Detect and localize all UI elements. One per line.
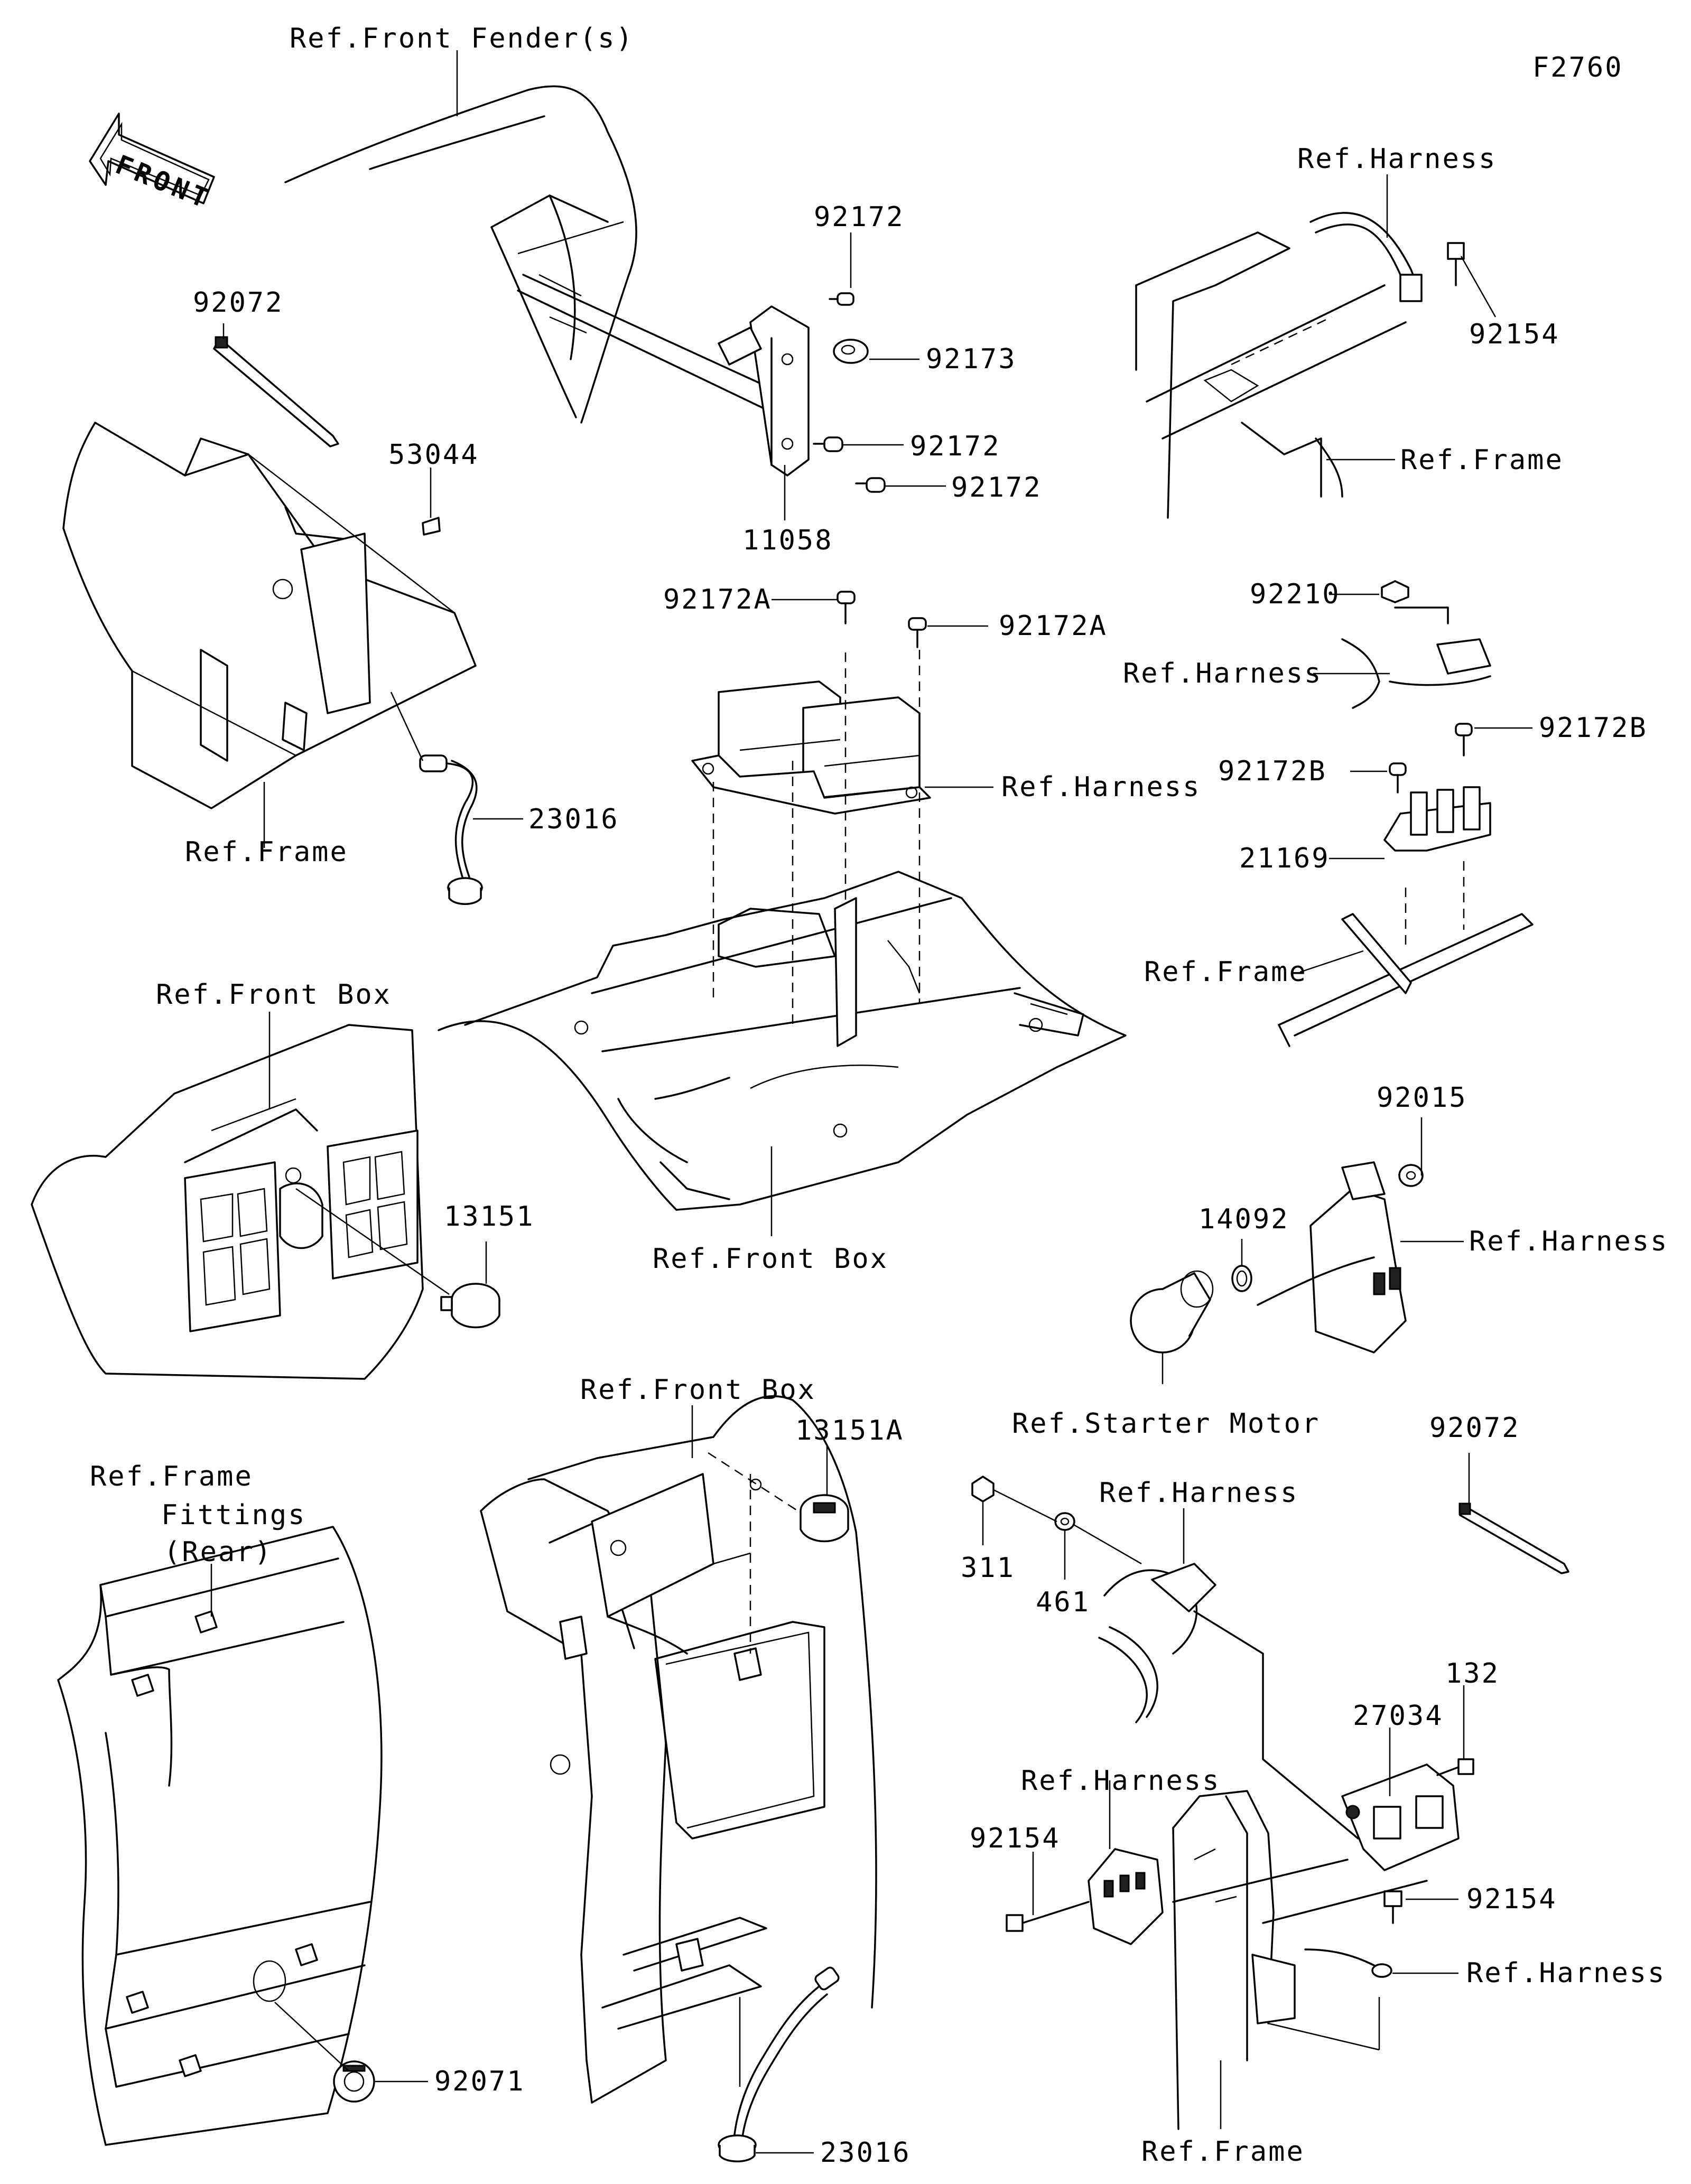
part-number-92172B-label: 92172B: [1218, 755, 1327, 787]
front-box-panel-drawing: [31, 1024, 424, 1380]
part-number-92154-label: 92154: [1466, 1883, 1557, 1915]
ref-frame-label: Ref.Frame: [1141, 2136, 1305, 2168]
ref-harness-label: Ref.Harness: [1123, 658, 1322, 689]
part-number-14092-label: 14092: [1198, 1203, 1289, 1235]
label-53044-icon: [422, 517, 441, 536]
rear-frame-pipe-drawing: [1135, 231, 1407, 519]
harness-clamp-drawing: [1309, 212, 1423, 302]
part-number-92172A-label: 92172A: [999, 610, 1108, 642]
ref-front-box-label: Ref.Front Box: [653, 1243, 888, 1275]
screw-92172A-icon: [908, 617, 927, 648]
ref-harness-label: Ref.Harness: [1021, 1765, 1220, 1797]
screw-92172-icon: [829, 292, 854, 306]
ref-frame-fittings-label: Ref.Frame: [90, 1461, 253, 1492]
part-number-53044-label: 53044: [388, 439, 479, 471]
part-number-92154-label: 92154: [970, 1823, 1061, 1854]
part-number-92015-label: 92015: [1377, 1082, 1467, 1114]
frame-crossmember-drawing: [1278, 861, 1534, 1047]
ref-harness-label: Ref.Harness: [1466, 1957, 1666, 1989]
harness-eyelet-drawing: [1304, 1948, 1392, 1978]
front-frame-drawing: [62, 422, 477, 809]
tie-band-92072-drawing: [1458, 1502, 1569, 1574]
part-number-13151-label: 13151: [444, 1201, 535, 1233]
part-number-92072-label: 92072: [193, 287, 284, 319]
bolt-92154-icon: [1006, 1901, 1090, 1932]
bolt-92154-icon: [1383, 1890, 1402, 1924]
ref-front-box-label: Ref.Front Box: [580, 1374, 816, 1406]
ref-harness-label: Ref.Harness: [1297, 143, 1497, 175]
starter-motor-icon: [1130, 1270, 1214, 1354]
part-number-23016-label: 23016: [528, 804, 619, 835]
front-box-drawing: [438, 871, 1127, 1211]
clip-nut-92173-icon: [833, 339, 869, 364]
starter-relay-27034-drawing: [1341, 1763, 1460, 1871]
tie-band-92072-drawing: [213, 336, 339, 447]
part-number-92172A-label: 92172A: [663, 584, 772, 615]
ref-harness-label: Ref.Harness: [1469, 1226, 1668, 1257]
part-number-461-label: 461: [1036, 1586, 1090, 1618]
ref-harness-label: Ref.Harness: [1001, 771, 1201, 803]
part-number-13151A-label: 13151A: [795, 1415, 904, 1446]
part-number-11058-label: 11058: [742, 525, 833, 556]
ref-frame-fittings-label-line3: (Rear): [164, 1536, 273, 1568]
nut-92015-icon: [1398, 1164, 1424, 1187]
relay-box-drawing: [691, 680, 931, 815]
rear-frame-fittings-drawing: [57, 1526, 383, 2146]
bolt-132-icon: [1436, 1758, 1474, 1776]
starter-relay-bracket-drawing: [1257, 1161, 1407, 1354]
screw-92172B-icon: [1455, 723, 1473, 757]
part-number-311-label: 311: [961, 1552, 1015, 1584]
part-number-92154-label: 92154: [1469, 319, 1560, 350]
frame-upright-drawing: [1172, 1790, 1428, 2130]
figure-id: F2760: [1532, 52, 1623, 83]
washer-461-icon: [1054, 1512, 1075, 1531]
part-number-132-label: 132: [1445, 1658, 1500, 1690]
screw-92172B-icon: [1389, 762, 1407, 794]
grommet-92071-icon: [333, 2060, 375, 2103]
socket-13151-icon: [440, 1283, 500, 1329]
harness-23016-drawing: [419, 754, 483, 905]
part-number-92071-label: 92071: [434, 2066, 525, 2097]
ref-frame-label: Ref.Frame: [1144, 956, 1307, 988]
ref-frame-label: Ref.Frame: [1400, 444, 1564, 476]
front-fender-drawing: [284, 85, 778, 424]
nut-311-icon: [971, 1476, 995, 1502]
ref-frame-label: Ref.Frame: [185, 836, 348, 868]
ref-starter-motor-label: Ref.Starter Motor: [1012, 1408, 1320, 1440]
harness-23016-drawing: [718, 1966, 840, 2162]
socket-13151A-icon: [800, 1494, 849, 1543]
ref-frame-fittings-label-line2: Fittings: [161, 1499, 306, 1531]
bracket-11058-drawing: [718, 305, 810, 477]
battery-cable-harness-drawing: [1098, 1563, 1359, 1840]
front-box-side-drawing: [480, 1395, 877, 2104]
screw-92172A-icon: [837, 591, 856, 624]
part-number-21169-label: 21169: [1239, 843, 1330, 874]
bolt-92154-icon: [1447, 242, 1465, 286]
part-number-92072-label: 92072: [1429, 1412, 1520, 1444]
part-number-92172-label: 92172: [814, 201, 905, 233]
harness-terminal-drawing: [1088, 1848, 1164, 1945]
front-direction-arrow-icon: FRONT: [89, 113, 216, 215]
part-number-27034-label: 27034: [1353, 1700, 1444, 1732]
nut-92210-icon: [1381, 580, 1409, 603]
part-number-92173-label: 92173: [926, 343, 1017, 375]
relay-21169-drawing: [1383, 786, 1491, 852]
harness-connector-drawing: [1341, 606, 1491, 709]
ref-front-fender-label: Ref.Front Fender(s): [290, 23, 634, 54]
screw-92172-icon: [813, 436, 843, 452]
washer-14092-icon: [1231, 1265, 1252, 1292]
part-number-92172B-label: 92172B: [1539, 712, 1648, 744]
part-number-23016-label: 23016: [820, 2137, 911, 2169]
part-number-92210-label: 92210: [1250, 578, 1341, 610]
ref-harness-label: Ref.Harness: [1099, 1477, 1298, 1509]
ref-front-box-label: Ref.Front Box: [156, 979, 392, 1011]
part-number-92172-label: 92172: [910, 431, 1001, 462]
screw-92172-icon: [855, 477, 886, 493]
part-number-92172-label: 92172: [951, 472, 1042, 503]
